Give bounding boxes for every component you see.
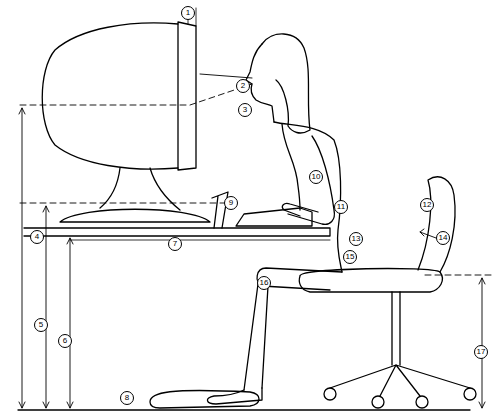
callout-number: 5 [34,318,48,332]
callout-number: 2 [236,79,250,93]
floor-line [18,409,470,410]
monitor-body [42,23,178,169]
callout-number: 13 [349,232,363,246]
callout-number: 12 [420,198,434,212]
thigh [257,268,342,290]
chair-column [392,292,400,365]
chair-wheel [464,388,476,400]
callout-number: 1 [181,6,195,20]
dimension-line [479,278,485,408]
monitor-screen [178,22,196,170]
callout-number: 16 [257,276,271,290]
callout-number: 8 [120,391,134,405]
upper-arm [288,136,334,224]
callout-number: 3 [238,103,252,117]
callout-number: 14 [436,231,450,245]
keyboard [236,208,312,226]
callout-number: 17 [474,345,488,359]
seat-level-line [425,275,495,276]
horizontal-sight-line [200,74,252,78]
monitor-base [60,209,210,222]
leader-arrow [420,229,436,238]
callout-number: 7 [168,237,182,251]
dimension-line [67,238,73,408]
shoe [207,388,262,404]
tilt-line [196,8,197,26]
callout-number: 10 [309,170,323,184]
chair-wheel [324,388,336,400]
callout-number: 4 [30,230,44,244]
hair [262,34,310,133]
back [274,122,342,272]
desk-underside [70,240,330,241]
chair-seat [299,269,442,292]
chair-base [330,365,470,396]
chest [282,124,300,210]
monitor-stand [100,168,180,210]
footrest [150,390,259,408]
desk-top [24,228,330,236]
callout-number: 9 [224,196,238,210]
lower-leg [244,284,268,390]
chair-backrest [418,177,455,272]
dimension-line [19,108,25,408]
callout-number: 11 [334,200,348,214]
keyboard-level-line [20,203,236,204]
callout-number: 6 [58,334,72,348]
eye-level-line [20,105,190,106]
chair-wheel [416,396,428,408]
chair-wheel [372,396,384,408]
forearm-hand [282,203,318,216]
callout-number: 15 [343,250,357,264]
